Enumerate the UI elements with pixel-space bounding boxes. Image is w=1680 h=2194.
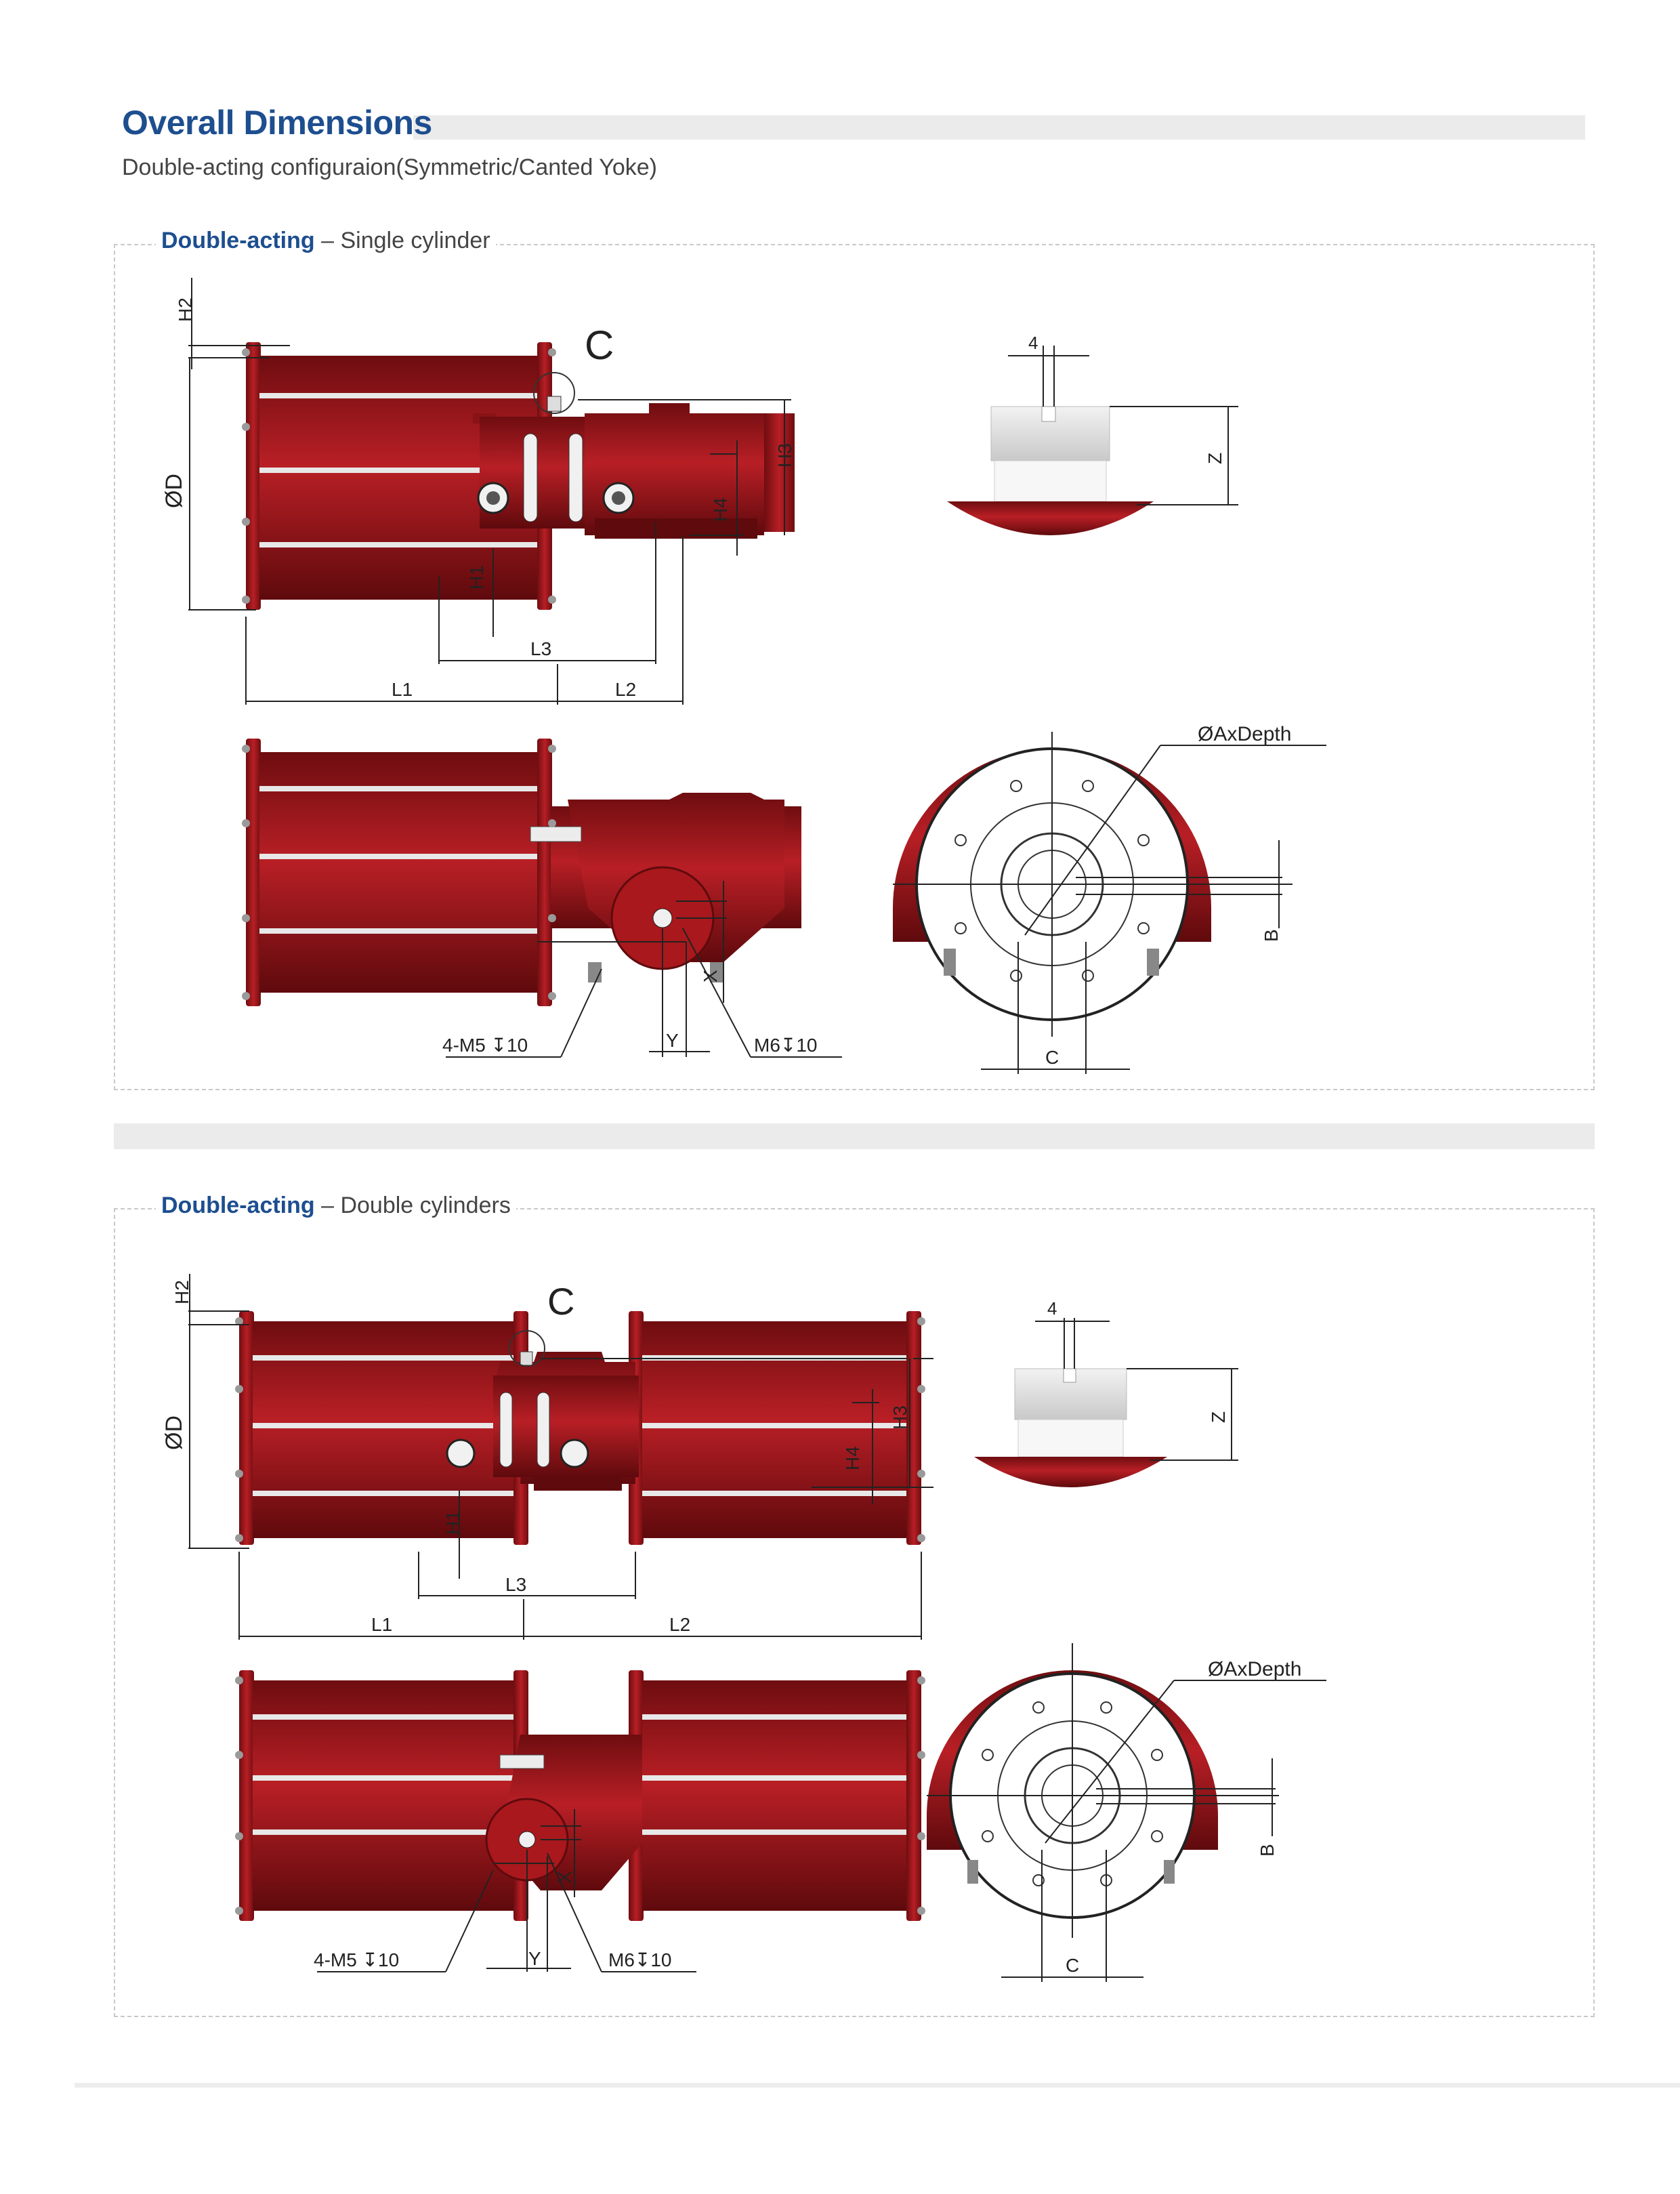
dim-C-end: C — [1066, 1955, 1079, 1976]
dim-L3: L3 — [530, 638, 551, 659]
page-subtitle: Double-acting configuraion(Symmetric/Can… — [122, 154, 657, 180]
dim-H4: H4 — [710, 497, 731, 522]
dim-H1: H1 — [442, 1510, 463, 1535]
section-single-cylinder — [114, 244, 1595, 1090]
callout-tap: M6↧10 — [608, 1949, 672, 1970]
dim-C-top: C — [547, 1280, 574, 1323]
dim-H1: H1 — [466, 565, 487, 589]
section-divider — [114, 1123, 1595, 1149]
dim-slot: 4 — [1047, 1298, 1057, 1319]
section-label-rest: – Single cylinder — [314, 228, 490, 253]
page-footer-rule — [75, 2083, 1680, 2088]
callout-bore: ØAxDepth — [1208, 1658, 1301, 1680]
section-label-single: Double-acting – Single cylinder — [156, 228, 496, 254]
page-title: Overall Dimensions — [122, 104, 432, 142]
dim-C-top: C — [585, 323, 614, 368]
callout-bore: ØAxDepth — [1198, 723, 1291, 745]
dim-L2: L2 — [615, 679, 636, 700]
dim-H2: H2 — [175, 297, 196, 322]
dims-elevation — [188, 278, 791, 705]
dim-slot: 4 — [1028, 333, 1038, 353]
dim-B: B — [1257, 1844, 1278, 1857]
callout-bolts: 4-M5 ↧10 — [314, 1949, 399, 1970]
section-label-rest: – Double cylinders — [314, 1193, 511, 1218]
dim-D: ØD — [161, 1415, 187, 1450]
dim-H3: H3 — [889, 1405, 910, 1430]
section-double-cylinders — [114, 1208, 1595, 2017]
shaft-detail — [974, 1368, 1167, 1487]
dim-L1: L1 — [371, 1614, 392, 1635]
dim-X: X — [700, 970, 721, 982]
dim-Y: Y — [528, 1948, 541, 1969]
callout-bolts: 4-M5 ↧10 — [442, 1035, 528, 1056]
dim-H3: H3 — [774, 443, 795, 468]
housing-elevation — [473, 372, 795, 539]
dim-B: B — [1261, 929, 1282, 942]
dim-Z: Z — [1208, 1411, 1229, 1423]
plan-view — [242, 739, 801, 1006]
dim-Z: Z — [1204, 453, 1225, 464]
dim-D: ØD — [161, 474, 187, 508]
double-elevation — [235, 1311, 925, 1545]
section-label-double: Double-acting – Double cylinders — [156, 1193, 516, 1219]
section-label-bold: Double-acting — [161, 1193, 315, 1218]
shaft-detail — [947, 406, 1154, 535]
dim-Y: Y — [666, 1030, 679, 1051]
drawing-single-cylinder: H2 ØD C H3 H4 H1 L3 L1 L2 4 Z — [161, 278, 1326, 1074]
dim-L3: L3 — [505, 1574, 526, 1595]
dim-H4: H4 — [842, 1446, 863, 1470]
double-plan-view — [235, 1670, 925, 1921]
title-bar — [413, 115, 1585, 140]
dim-L1: L1 — [392, 679, 413, 700]
dim-X: X — [554, 1871, 575, 1884]
callout-tap: M6↧10 — [754, 1035, 818, 1056]
dim-C-end: C — [1045, 1047, 1059, 1068]
dim-L2: L2 — [669, 1614, 690, 1635]
dim-H2: H2 — [171, 1280, 192, 1304]
section-label-bold: Double-acting — [161, 228, 315, 253]
drawing-double-cylinders: H2 ØD C H3 H4 H1 L3 L1 L2 4 Z — [161, 1274, 1326, 1982]
